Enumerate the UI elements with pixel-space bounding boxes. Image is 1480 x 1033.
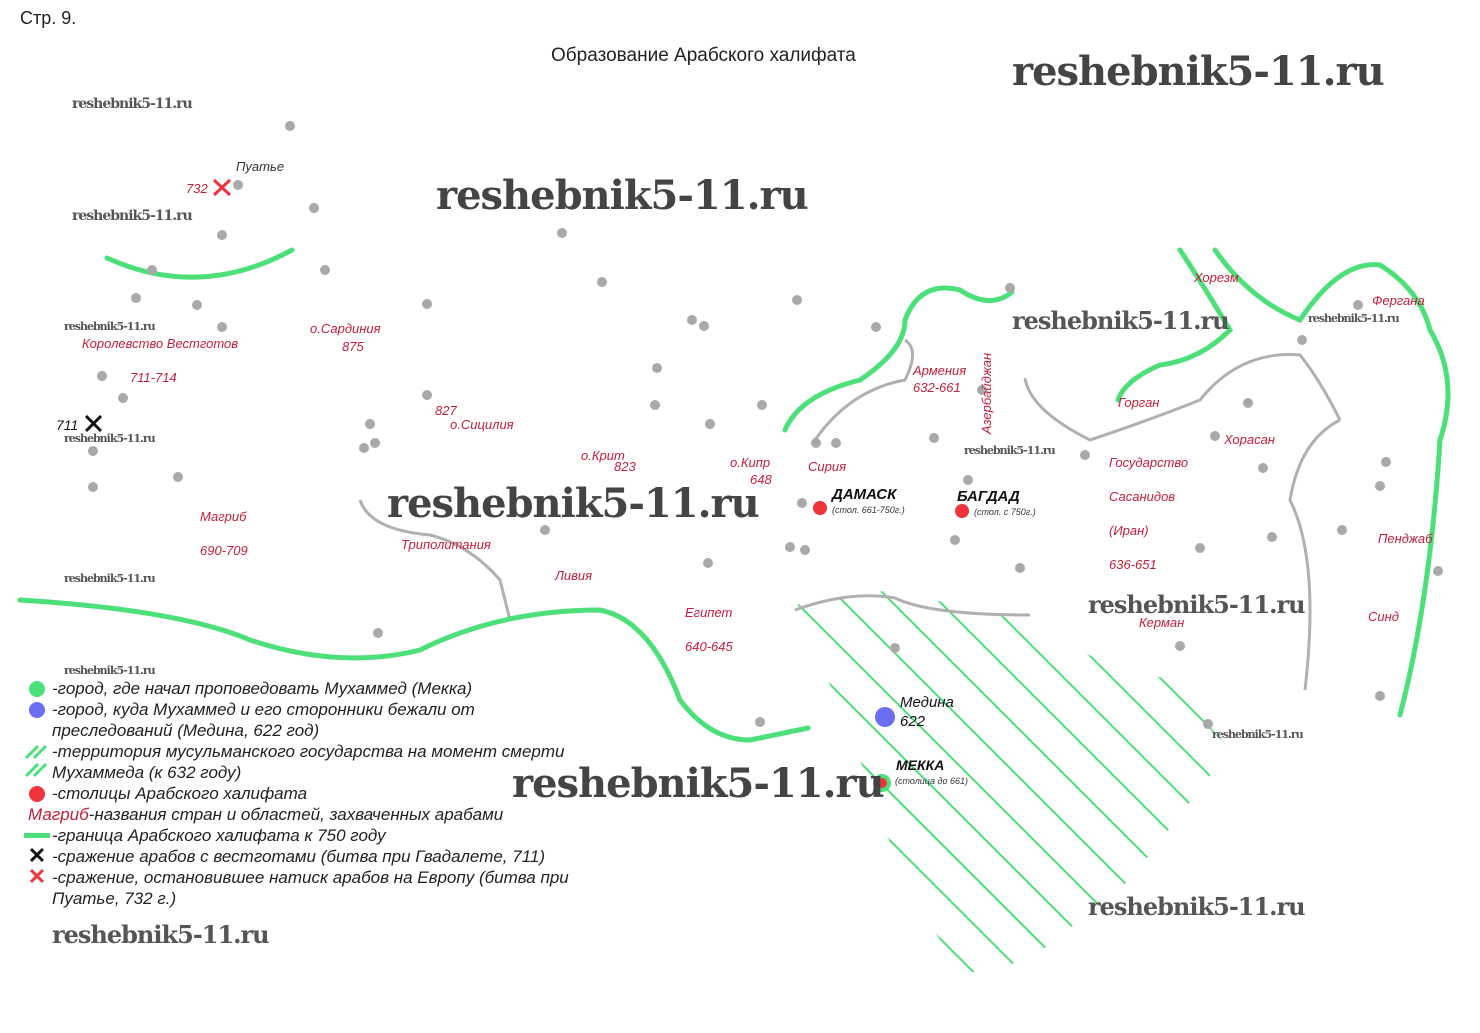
- region-sasanid-1: Государство: [1109, 455, 1189, 470]
- watermark: reshebnik5-11.ru: [1088, 892, 1306, 921]
- legend-item-regions: Магриб-названия стран и областей, захвач…: [28, 805, 504, 824]
- red-cross-icon: ✕: [27, 864, 47, 889]
- region-khorasan: Хорасан: [1224, 432, 1275, 447]
- city-poitiers: Пуатье: [236, 159, 285, 174]
- region-sardinia-year: 875: [342, 339, 364, 354]
- region-crete: о.Крит: [581, 448, 625, 463]
- caliphate-border-750: [17, 247, 1451, 743]
- watermark: reshebnik5-11.ru: [387, 480, 760, 527]
- baghdad-note: (стол. с 750г.): [974, 507, 1036, 517]
- guadalete-year: 711: [56, 417, 79, 433]
- legend-item-capitals: -столицы Арабского халифата: [22, 783, 622, 804]
- region-maghreb-years: 690-709: [200, 543, 248, 558]
- region-gorgan: Горган: [1118, 395, 1160, 410]
- poitiers-battle-cross-icon: [212, 178, 232, 197]
- city-medina: Медина: [900, 694, 954, 711]
- region-punjab: Пенджаб: [1378, 531, 1433, 546]
- watermark: reshebnik5-11.ru: [1308, 312, 1400, 325]
- watermark: reshebnik5-11.ru: [436, 172, 809, 219]
- baghdad-dot: [955, 504, 969, 518]
- city-damascus: ДАМАСК: [832, 486, 897, 503]
- city-baghdad: БАГДАД: [957, 488, 1020, 505]
- city-dots: [88, 121, 1443, 729]
- region-azerbaijan: Азербайджан: [979, 352, 995, 435]
- region-sasanid-2: Сасанидов: [1109, 489, 1176, 504]
- region-maghreb: Магриб: [200, 509, 247, 524]
- green-dot-icon: [29, 681, 45, 697]
- watermark: reshebnik5-11.ru: [64, 432, 156, 445]
- region-sardinia: о.Сардиния: [310, 321, 381, 336]
- region-sicily-year: 827: [435, 403, 457, 418]
- region-libya: Ливия: [555, 568, 593, 583]
- medina-dot: [875, 707, 895, 727]
- legend-item-medina: -город, куда Мухаммед и его сторонники б…: [22, 699, 622, 741]
- region-kerman: Керман: [1139, 615, 1185, 630]
- watermark: reshebnik5-11.ru: [52, 920, 270, 949]
- hatch-icon: [24, 744, 48, 778]
- region-visigoths: Королевство Вестготов: [82, 336, 239, 351]
- region-visigoths-years: 711-714: [130, 370, 177, 385]
- watermark: reshebnik5-11.ru: [64, 572, 156, 585]
- region-armenia-years: 632-661: [913, 380, 961, 395]
- region-sind: Синд: [1368, 609, 1399, 624]
- region-sicily: о.Сицилия: [450, 417, 514, 432]
- region-egypt-years: 640-645: [685, 639, 733, 654]
- watermark: reshebnik5-11.ru: [64, 320, 156, 333]
- damascus-note: (стол. 661-750г.): [832, 505, 905, 515]
- region-crete-year: 823: [614, 459, 636, 474]
- watermark: reshebnik5-11.ru: [1088, 590, 1306, 619]
- watermark: reshebnik5-11.ru: [1212, 728, 1304, 741]
- watermark: reshebnik5-11.ru: [72, 208, 193, 224]
- region-cyprus: о.Кипр: [730, 455, 771, 470]
- region-syria: Сирия: [808, 459, 847, 474]
- city-mecca: МЕККА: [896, 757, 945, 773]
- black-cross-icon: ✕: [27, 843, 47, 868]
- legend: -город, где начал проповедовать Мухаммед…: [22, 678, 622, 909]
- poitiers-year: 732: [186, 181, 208, 196]
- watermark: reshebnik5-11.ru: [1012, 306, 1230, 335]
- watermark: reshebnik5-11.ru: [72, 96, 193, 112]
- rivers: [358, 338, 1342, 691]
- region-sasanid-years: 636-651: [1109, 557, 1157, 572]
- watermark: reshebnik5-11.ru: [512, 760, 885, 807]
- watermark: reshebnik5-11.ru: [64, 664, 156, 677]
- damascus-dot: [813, 501, 827, 515]
- region-cyprus-year: 648: [750, 472, 772, 487]
- watermark: reshebnik5-11.ru: [964, 444, 1056, 457]
- region-tripolitania: Триполитания: [401, 537, 491, 552]
- muhammad-territory-hatch: [795, 590, 1230, 975]
- region-fergana: Фергана: [1372, 293, 1425, 308]
- green-line-icon: [24, 833, 50, 838]
- legend-item-poitiers: ✕-сражение, остановившее натиск арабов н…: [22, 864, 622, 909]
- mecca-capital-dot: [877, 778, 887, 788]
- guadalete-battle-cross-icon: [84, 414, 103, 433]
- red-dot-icon: [29, 786, 45, 802]
- region-egypt: Египет: [685, 605, 733, 620]
- region-sasanid-3: (Иран): [1109, 523, 1149, 538]
- legend-item-guadalete: ✕-сражение арабов с вестготами (битва пр…: [22, 843, 622, 868]
- watermark: reshebnik5-11.ru: [1012, 48, 1385, 95]
- region-khorezm: Хорезм: [1194, 270, 1239, 285]
- legend-item-territory: -территория мусульманского государства н…: [22, 741, 622, 783]
- medina-year: 622: [900, 713, 926, 730]
- map-title: Образование Арабского халифата: [551, 45, 856, 66]
- region-armenia: Армения: [913, 363, 967, 378]
- mecca-note: (столица до 661): [895, 776, 969, 786]
- legend-item-border: -граница Арабского халифата к 750 году: [22, 825, 622, 846]
- page-number: Стр. 9.: [20, 8, 77, 28]
- blue-dot-icon: [29, 702, 45, 718]
- legend-item-mecca: -город, где начал проповедовать Мухаммед…: [22, 678, 622, 699]
